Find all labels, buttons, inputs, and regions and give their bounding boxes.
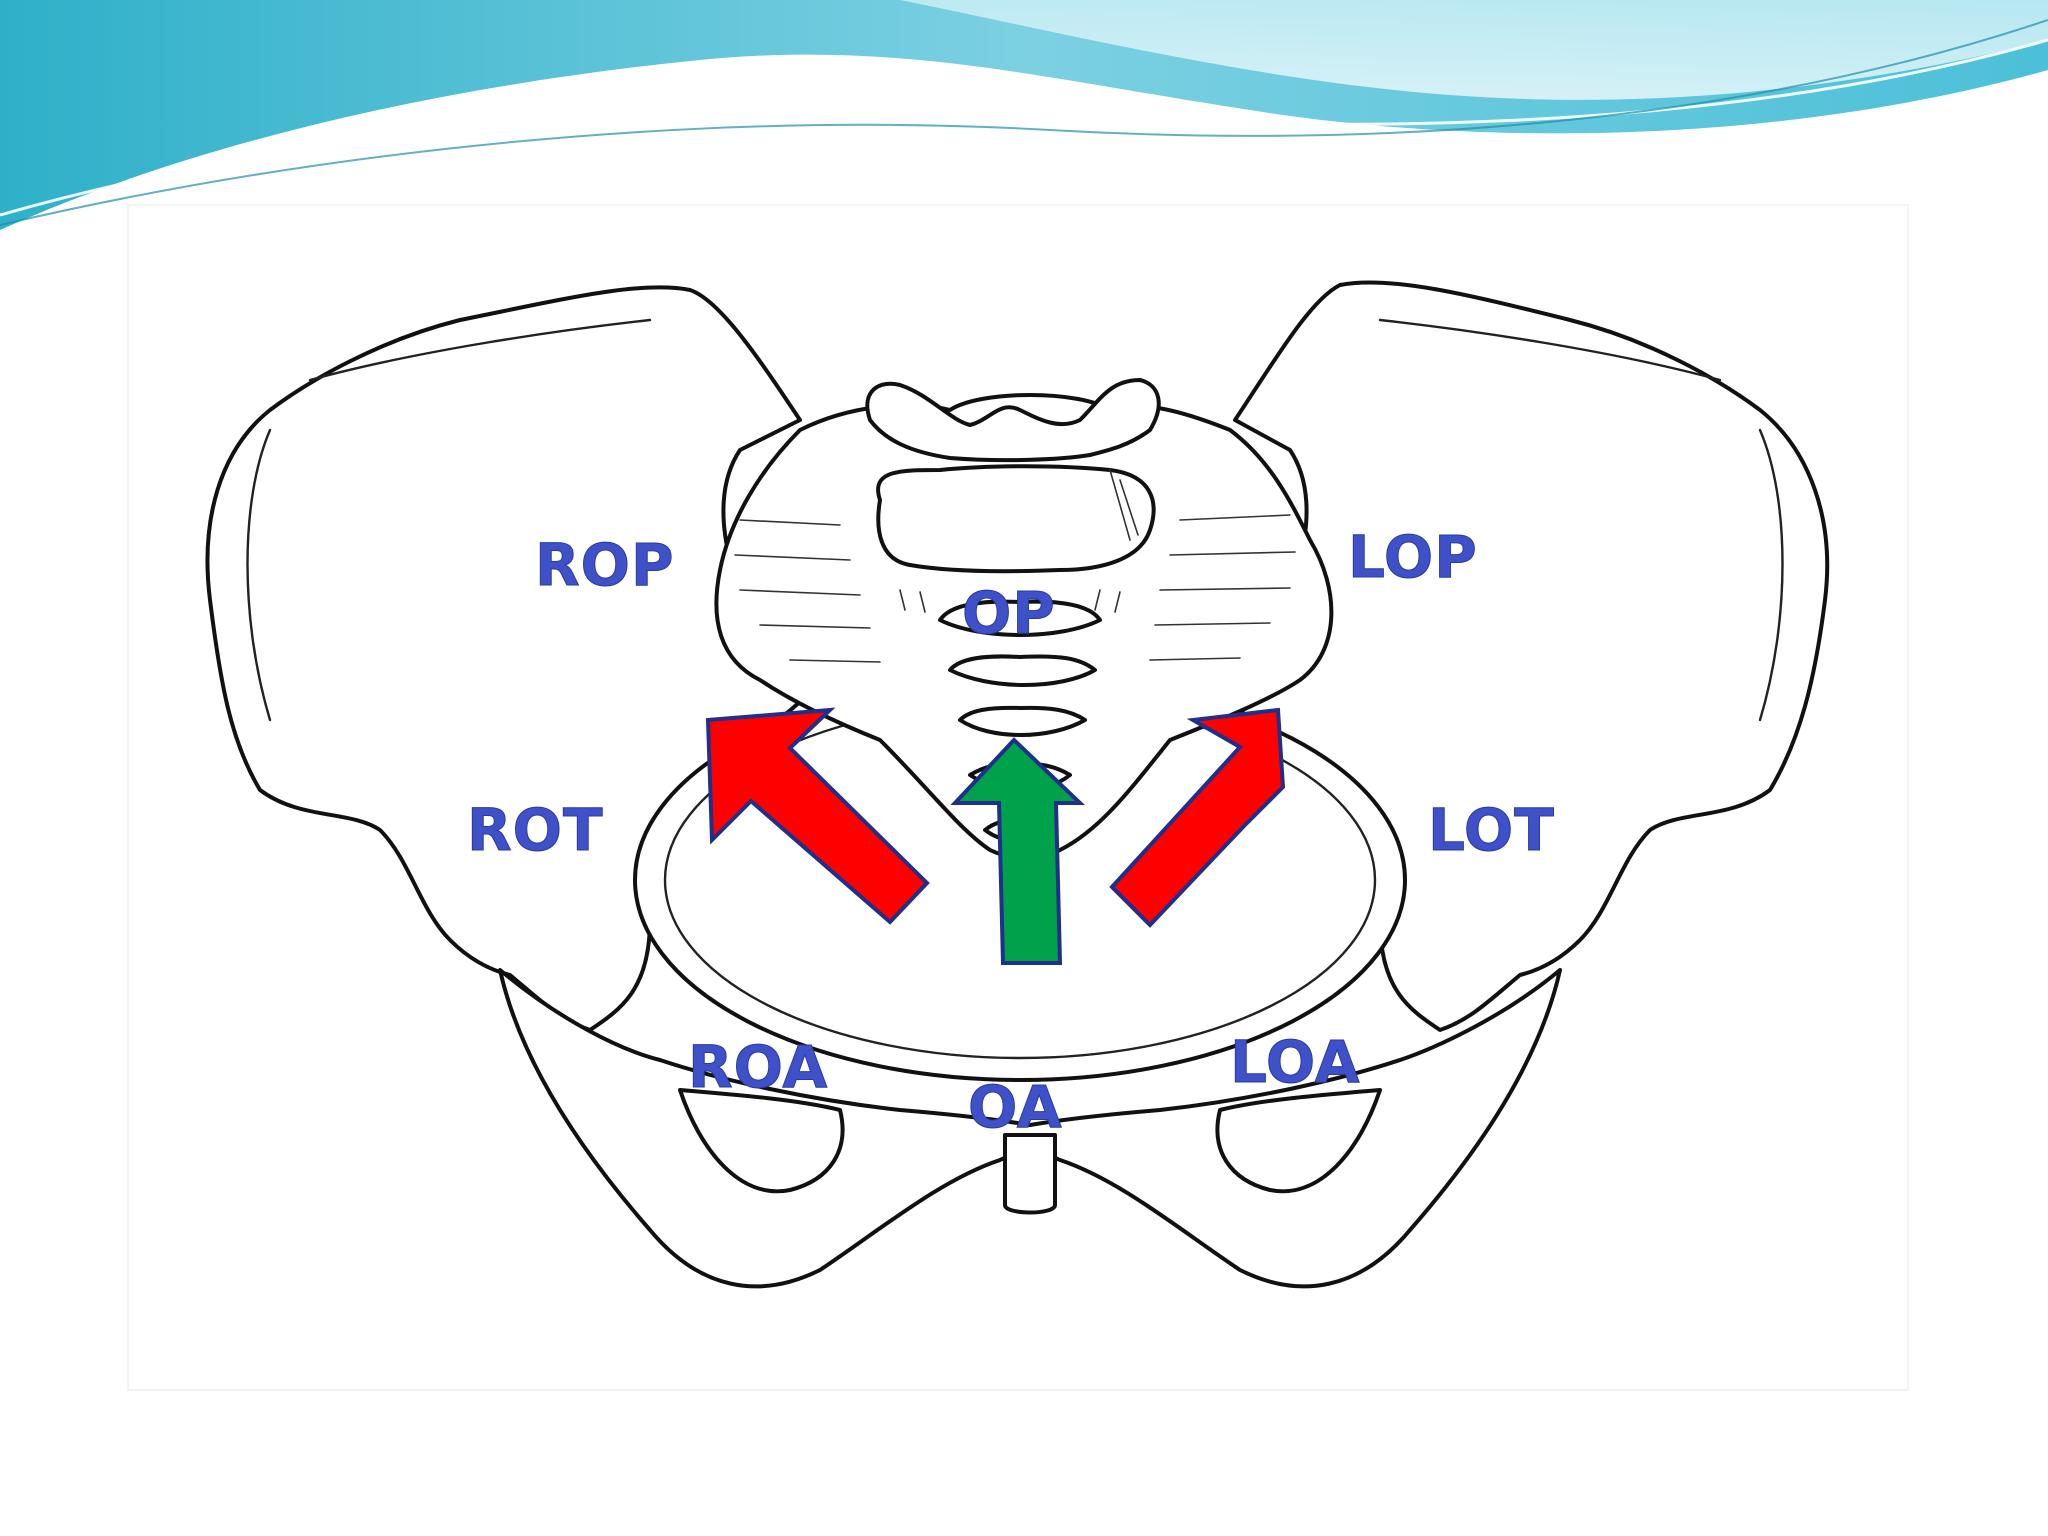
header-wave-decoration xyxy=(0,0,2048,230)
sacral-wing-hatching xyxy=(734,469,1296,663)
left-rotation-arrow xyxy=(1109,707,1286,928)
label-lot: LOT xyxy=(1428,796,1555,864)
header-wave-highlight xyxy=(900,0,2048,100)
label-oa: OA xyxy=(968,1073,1063,1141)
sacral-promontory xyxy=(876,464,1156,574)
anterior-rotation-arrow xyxy=(950,737,1085,965)
right-rotation-arrow xyxy=(705,707,930,925)
spinous-process xyxy=(865,378,1161,463)
right-obturator-foramen xyxy=(678,1088,845,1194)
pubic-symphysis xyxy=(1003,1133,1057,1215)
label-lop: LOP xyxy=(1348,523,1478,591)
label-loa: LOA xyxy=(1230,1028,1361,1096)
label-op: OP xyxy=(962,579,1056,647)
label-rop: ROP xyxy=(535,531,674,599)
left-obturator-foramen xyxy=(1215,1088,1382,1194)
label-rot: ROT xyxy=(467,796,604,864)
label-roa: ROA xyxy=(688,1033,828,1101)
lower-pelvis xyxy=(498,968,1562,1289)
